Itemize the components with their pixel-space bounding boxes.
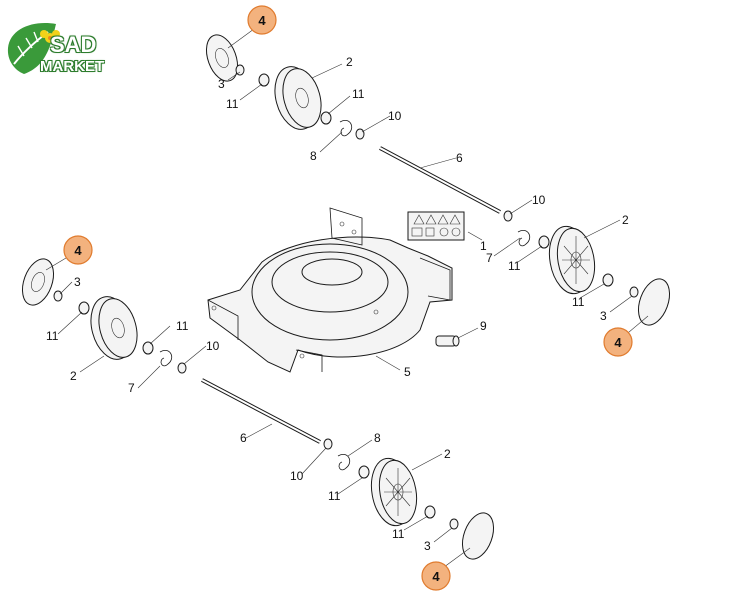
- label-spring-left: 7: [128, 381, 135, 395]
- washer-right-3: [629, 286, 639, 298]
- leader-lines: [45, 25, 649, 571]
- wheel-right: [548, 225, 596, 295]
- callout-hubcap-top: 4: [247, 5, 277, 35]
- label-axle-rear: 6: [456, 151, 463, 165]
- bearing-bottom-11a: [358, 465, 370, 479]
- callout-hubcap-left: 4: [63, 235, 93, 265]
- washer-right-10: [503, 210, 513, 222]
- hubcap-bottom: [461, 512, 495, 560]
- logo-text-sad: SAD: [50, 32, 97, 57]
- label-decal: 1: [480, 239, 487, 253]
- bearing-top-11a: [258, 73, 270, 87]
- sadmarket-logo: SAD MARKET: [4, 18, 124, 80]
- spring-bottom-8: [337, 454, 351, 471]
- plug-part-9: [435, 335, 460, 347]
- callout-hubcap-right: 4: [603, 327, 633, 357]
- label-bearing-right-a: 11: [508, 259, 521, 273]
- spring-top-8: [339, 120, 353, 137]
- label-spring-right: 7: [486, 251, 493, 265]
- warning-decal: [407, 211, 465, 241]
- wheel-bottom: [370, 457, 418, 527]
- label-washer-bottom-10: 10: [290, 469, 304, 483]
- label-bearing-left-b: 11: [176, 319, 189, 333]
- label-wheel-right: 2: [622, 213, 629, 227]
- callout-text-top: 4: [258, 13, 266, 28]
- washer-left-10: [177, 362, 187, 374]
- wheel-left: [90, 296, 138, 360]
- front-axle: [201, 378, 321, 444]
- hubcap-left: [21, 258, 55, 306]
- label-washer-top-10: 10: [388, 109, 402, 123]
- rear-axle: [379, 146, 501, 214]
- bearing-left-11a: [78, 301, 90, 315]
- spring-left-7: [159, 350, 173, 367]
- washer-bottom-3: [449, 518, 459, 530]
- label-washer-left-10: 10: [206, 339, 220, 353]
- label-wheel-bottom: 2: [444, 447, 451, 461]
- callout-text-right: 4: [614, 335, 622, 350]
- part-number-labels: 2 3 11 11 10 8 6 10 2 1 7 11 11 3 3 11 1…: [46, 55, 629, 553]
- label-bearing-top-a: 11: [226, 97, 239, 111]
- label-spring-top: 8: [310, 149, 317, 163]
- label-bearing-bottom-b: 11: [392, 527, 405, 541]
- logo-text-market: MARKET: [40, 58, 105, 75]
- spring-right-7: [517, 230, 531, 247]
- label-plug: 9: [480, 319, 487, 333]
- label-bearing-bottom-a: 11: [328, 489, 341, 503]
- washer-top-3: [235, 64, 245, 76]
- bearing-left-11b: [142, 341, 154, 355]
- bearing-bottom-11b: [424, 505, 436, 519]
- label-washer-right-10: 10: [532, 193, 546, 207]
- label-bearing-top-b: 11: [352, 87, 365, 101]
- label-wheel-left: 2: [70, 369, 77, 383]
- wheel-top: [274, 66, 322, 130]
- mower-deck: [207, 207, 453, 373]
- bearing-top-11b: [320, 111, 332, 125]
- callout-text-left: 4: [74, 243, 82, 258]
- label-washer-top: 3: [218, 77, 225, 91]
- callout-text-bottom: 4: [432, 569, 440, 584]
- washer-top-10: [355, 128, 365, 140]
- label-washer-bottom-3: 3: [424, 539, 431, 553]
- label-washer-left-3: 3: [74, 275, 81, 289]
- label-washer-right-3: 3: [600, 309, 607, 323]
- leaf-logo-icon: [7, 23, 60, 74]
- washer-bottom-10: [323, 438, 333, 450]
- label-deck: 5: [404, 365, 411, 379]
- bearing-right-11b: [602, 273, 614, 287]
- label-bearing-right-b: 11: [572, 295, 585, 309]
- label-axle-front: 6: [240, 431, 247, 445]
- bearing-right-11a: [538, 235, 550, 249]
- label-wheel-top: 2: [346, 55, 353, 69]
- washer-left-3: [53, 290, 63, 302]
- callout-hubcap-bottom: 4: [421, 561, 451, 591]
- label-bearing-left-a: 11: [46, 329, 59, 343]
- hubcap-right: [637, 278, 671, 326]
- label-spring-bottom: 8: [374, 431, 381, 445]
